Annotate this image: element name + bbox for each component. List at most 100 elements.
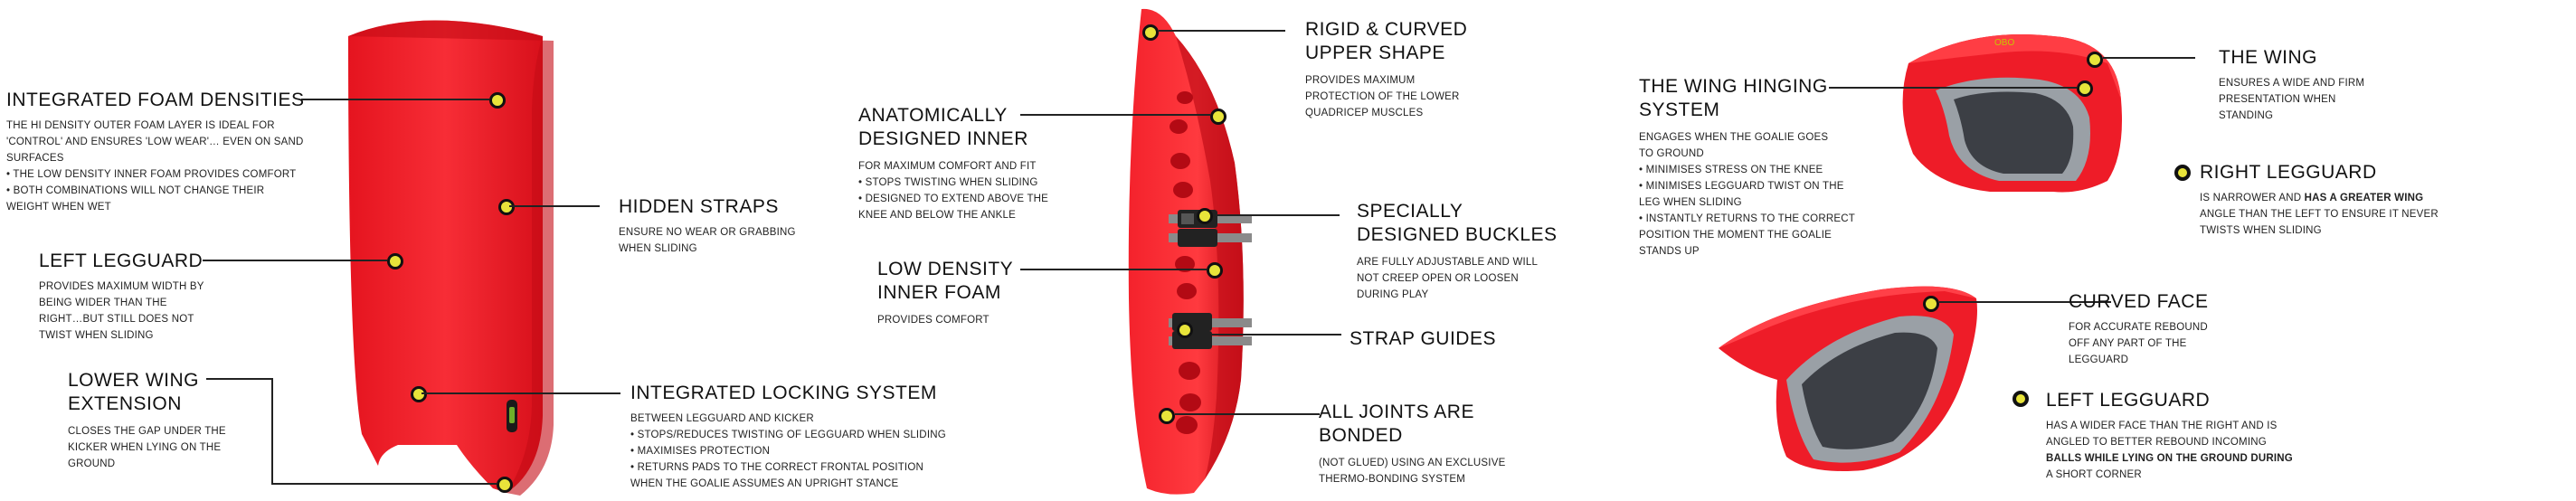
body-line: TWISTS WHEN SLIDING (2200, 225, 2322, 236)
callout-left-legguard-angled: LEFT LEGGUARD HAS A WIDER FACE THAN THE … (2046, 389, 2293, 483)
callout-title: ANATOMICALLY DESIGNED INNER (858, 104, 1048, 151)
callout-title: LEFT LEGGUARD (39, 250, 204, 271)
callout-title: RIGHT LEGGUARD (2200, 162, 2377, 183)
leader-line (203, 260, 387, 261)
body-line: LEG WHEN SLIDING (1639, 197, 1742, 208)
body-line: BETWEEN LEGGUARD AND KICKER (630, 413, 814, 424)
title-line: UPPER SHAPE (1305, 43, 1445, 63)
callout-body: THE HI DENSITY OUTER FOAM LAYER IS IDEAL… (6, 118, 304, 215)
title-line: ANATOMICALLY (858, 105, 1008, 126)
leader-line (509, 205, 600, 207)
body-line: PRESENTATION WHEN (2219, 94, 2336, 105)
body-line: WHEN THE GOALIE ASSUMES AN UPRIGHT STANC… (630, 478, 899, 489)
callout-body: FOR ACCURATE REBOUND OFF ANY PART OF THE… (2069, 319, 2208, 368)
leader-line (2103, 57, 2195, 59)
callout-hidden-straps: HIDDEN STRAPS ENSURE NO WEAR OR GRABBING… (619, 195, 796, 257)
callout-upper-shape: RIGID & CURVED UPPER SHAPE PROVIDES MAXI… (1305, 18, 1467, 121)
marker-dot (1923, 296, 1939, 312)
title-line: LOWER WING (68, 370, 199, 391)
callout-wing-hinging: THE WING HINGING SYSTEM ENGAGES WHEN THE… (1639, 75, 1855, 260)
body-line: NOT CREEP OPEN OR LOOSEN (1357, 273, 1519, 284)
marker-dot (1142, 24, 1159, 41)
marker-dot (2087, 52, 2103, 68)
leader-line (271, 483, 497, 485)
svg-text:OBO: OBO (1994, 38, 2014, 48)
body-line: KICKER WHEN LYING ON THE (68, 442, 222, 453)
body-line: ANGLE THAN THE LEFT TO ENSURE IT NEVER (2200, 209, 2439, 220)
body-line: • STOPS TWISTING WHEN SLIDING (858, 177, 1038, 188)
title-line: SPECIALLY (1357, 201, 1463, 222)
title-line: DESIGNED INNER (858, 128, 1028, 149)
body-line: POSITION THE MOMENT THE GOALIE (1639, 230, 1833, 241)
callout-body: (NOT GLUED) USING AN EXCLUSIVE THERMO-BO… (1319, 455, 1505, 487)
marker-dot (489, 92, 506, 109)
callout-body: CLOSES THE GAP UNDER THE KICKER WHEN LYI… (68, 423, 226, 472)
body-line: SURFACES (6, 153, 64, 164)
callout-locking-system: INTEGRATED LOCKING SYSTEM BETWEEN LEGGUA… (630, 382, 946, 492)
leader-line (1020, 269, 1207, 270)
title-line: ALL JOINTS ARE (1319, 402, 1474, 422)
body-line: RIGHT…BUT STILL DOES NOT (39, 314, 194, 325)
callout-body: PROVIDES MAXIMUM WIDTH BY BEING WIDER TH… (39, 279, 204, 344)
leader-line (1175, 413, 1320, 415)
body-line: • MINIMISES STRESS ON THE KNEE (1639, 165, 1823, 175)
marker-dot (1210, 109, 1226, 125)
callout-title: HIDDEN STRAPS (619, 196, 779, 217)
callout-right-legguard: RIGHT LEGGUARD IS NARROWER AND HAS A GRE… (2200, 161, 2439, 239)
body-line: STANDING (2219, 110, 2274, 121)
body-line: DURING PLAY (1357, 289, 1429, 300)
callout-title: THE WING HINGING SYSTEM (1639, 75, 1855, 122)
callout-title: INTEGRATED FOAM DENSITIES (6, 90, 305, 110)
body-line: • STOPS/REDUCES TWISTING OF LEGGUARD WHE… (630, 430, 946, 440)
marker-dot (1197, 208, 1213, 224)
callout-body: BETWEEN LEGGUARD AND KICKER • STOPS/REDU… (630, 411, 946, 492)
leader-line (206, 378, 271, 380)
body-line: • MINIMISES LEGGUARD TWIST ON THE (1639, 181, 1844, 192)
body-line: • MAXIMISES PROTECTION (630, 446, 771, 457)
marker-dot (498, 199, 515, 215)
callout-title: THE WING (2219, 47, 2317, 68)
body-line: LEGGUARD (2069, 354, 2129, 365)
title-line: BONDED (1319, 425, 1403, 446)
body-line: FOR ACCURATE REBOUND (2069, 322, 2208, 333)
body-line: • INSTANTLY RETURNS TO THE CORRECT (1639, 213, 1855, 224)
marker-dot (1177, 322, 1193, 338)
callout-title: INTEGRATED LOCKING SYSTEM (630, 383, 937, 403)
leader-line (1939, 301, 2111, 303)
callout-body: ENSURE NO WEAR OR GRABBING WHEN SLIDING (619, 224, 796, 257)
body-line: ANGLED TO BETTER REBOUND INCOMING (2046, 437, 2267, 448)
callout-joints: ALL JOINTS ARE BONDED (NOT GLUED) USING … (1319, 401, 1505, 487)
callout-title: ALL JOINTS ARE BONDED (1319, 401, 1505, 448)
leader-line (271, 378, 273, 483)
body-text: IS NARROWER AND (2200, 193, 2305, 203)
body-line: ENGAGES WHEN THE GOALIE GOES (1639, 132, 1829, 143)
body-line: 'CONTROL' AND ENSURES 'LOW WEAR'… EVEN O… (6, 137, 304, 147)
callout-title: CURVED FACE (2069, 291, 2209, 312)
body-line: KNEE AND BELOW THE ANKLE (858, 210, 1016, 221)
marker-dot (387, 253, 403, 269)
body-line: TO GROUND (1639, 148, 1704, 159)
leader-line (421, 392, 620, 394)
leader-line (301, 99, 489, 100)
body-line: ENSURES A WIDE AND FIRM (2219, 78, 2365, 89)
body-line: PROTECTION OF THE LOWER (1305, 91, 1460, 102)
callout-body: ENGAGES WHEN THE GOALIE GOES TO GROUND •… (1639, 129, 1855, 260)
body-line: ARE FULLY ADJUSTABLE AND WILL (1357, 257, 1539, 268)
body-line: WHEN SLIDING (619, 243, 697, 254)
callout-the-wing: THE WING ENSURES A WIDE AND FIRM PRESENT… (2219, 46, 2364, 124)
callout-lower-wing: LOWER WING EXTENSION CLOSES THE GAP UNDE… (68, 369, 226, 472)
callout-foam-densities: INTEGRATED FOAM DENSITIES THE HI DENSITY… (6, 89, 304, 215)
callout-buckles: SPECIALLY DESIGNED BUCKLES ARE FULLY ADJ… (1357, 200, 1558, 303)
right-legguard-bullet-icon (2174, 165, 2191, 181)
callout-body: IS NARROWER AND HAS A GREATER WING ANGLE… (2200, 190, 2439, 239)
leader-line (1193, 334, 1341, 336)
callout-body: PROVIDES MAXIMUM PROTECTION OF THE LOWER… (1305, 72, 1467, 121)
body-line: • THE LOW DENSITY INNER FOAM PROVIDES CO… (6, 169, 297, 180)
callout-title: LEFT LEGGUARD (2046, 390, 2211, 411)
body-line: BEING WIDER THAN THE (39, 298, 167, 308)
body-line: WEIGHT WHEN WET (6, 202, 111, 213)
callout-body: ENSURES A WIDE AND FIRM PRESENTATION WHE… (2219, 75, 2364, 124)
body-line: PROVIDES MAXIMUM (1305, 75, 1416, 86)
callout-body: FOR MAXIMUM COMFORT AND FIT • STOPS TWIS… (858, 158, 1048, 223)
body-line: QUADRICEP MUSCLES (1305, 108, 1424, 118)
